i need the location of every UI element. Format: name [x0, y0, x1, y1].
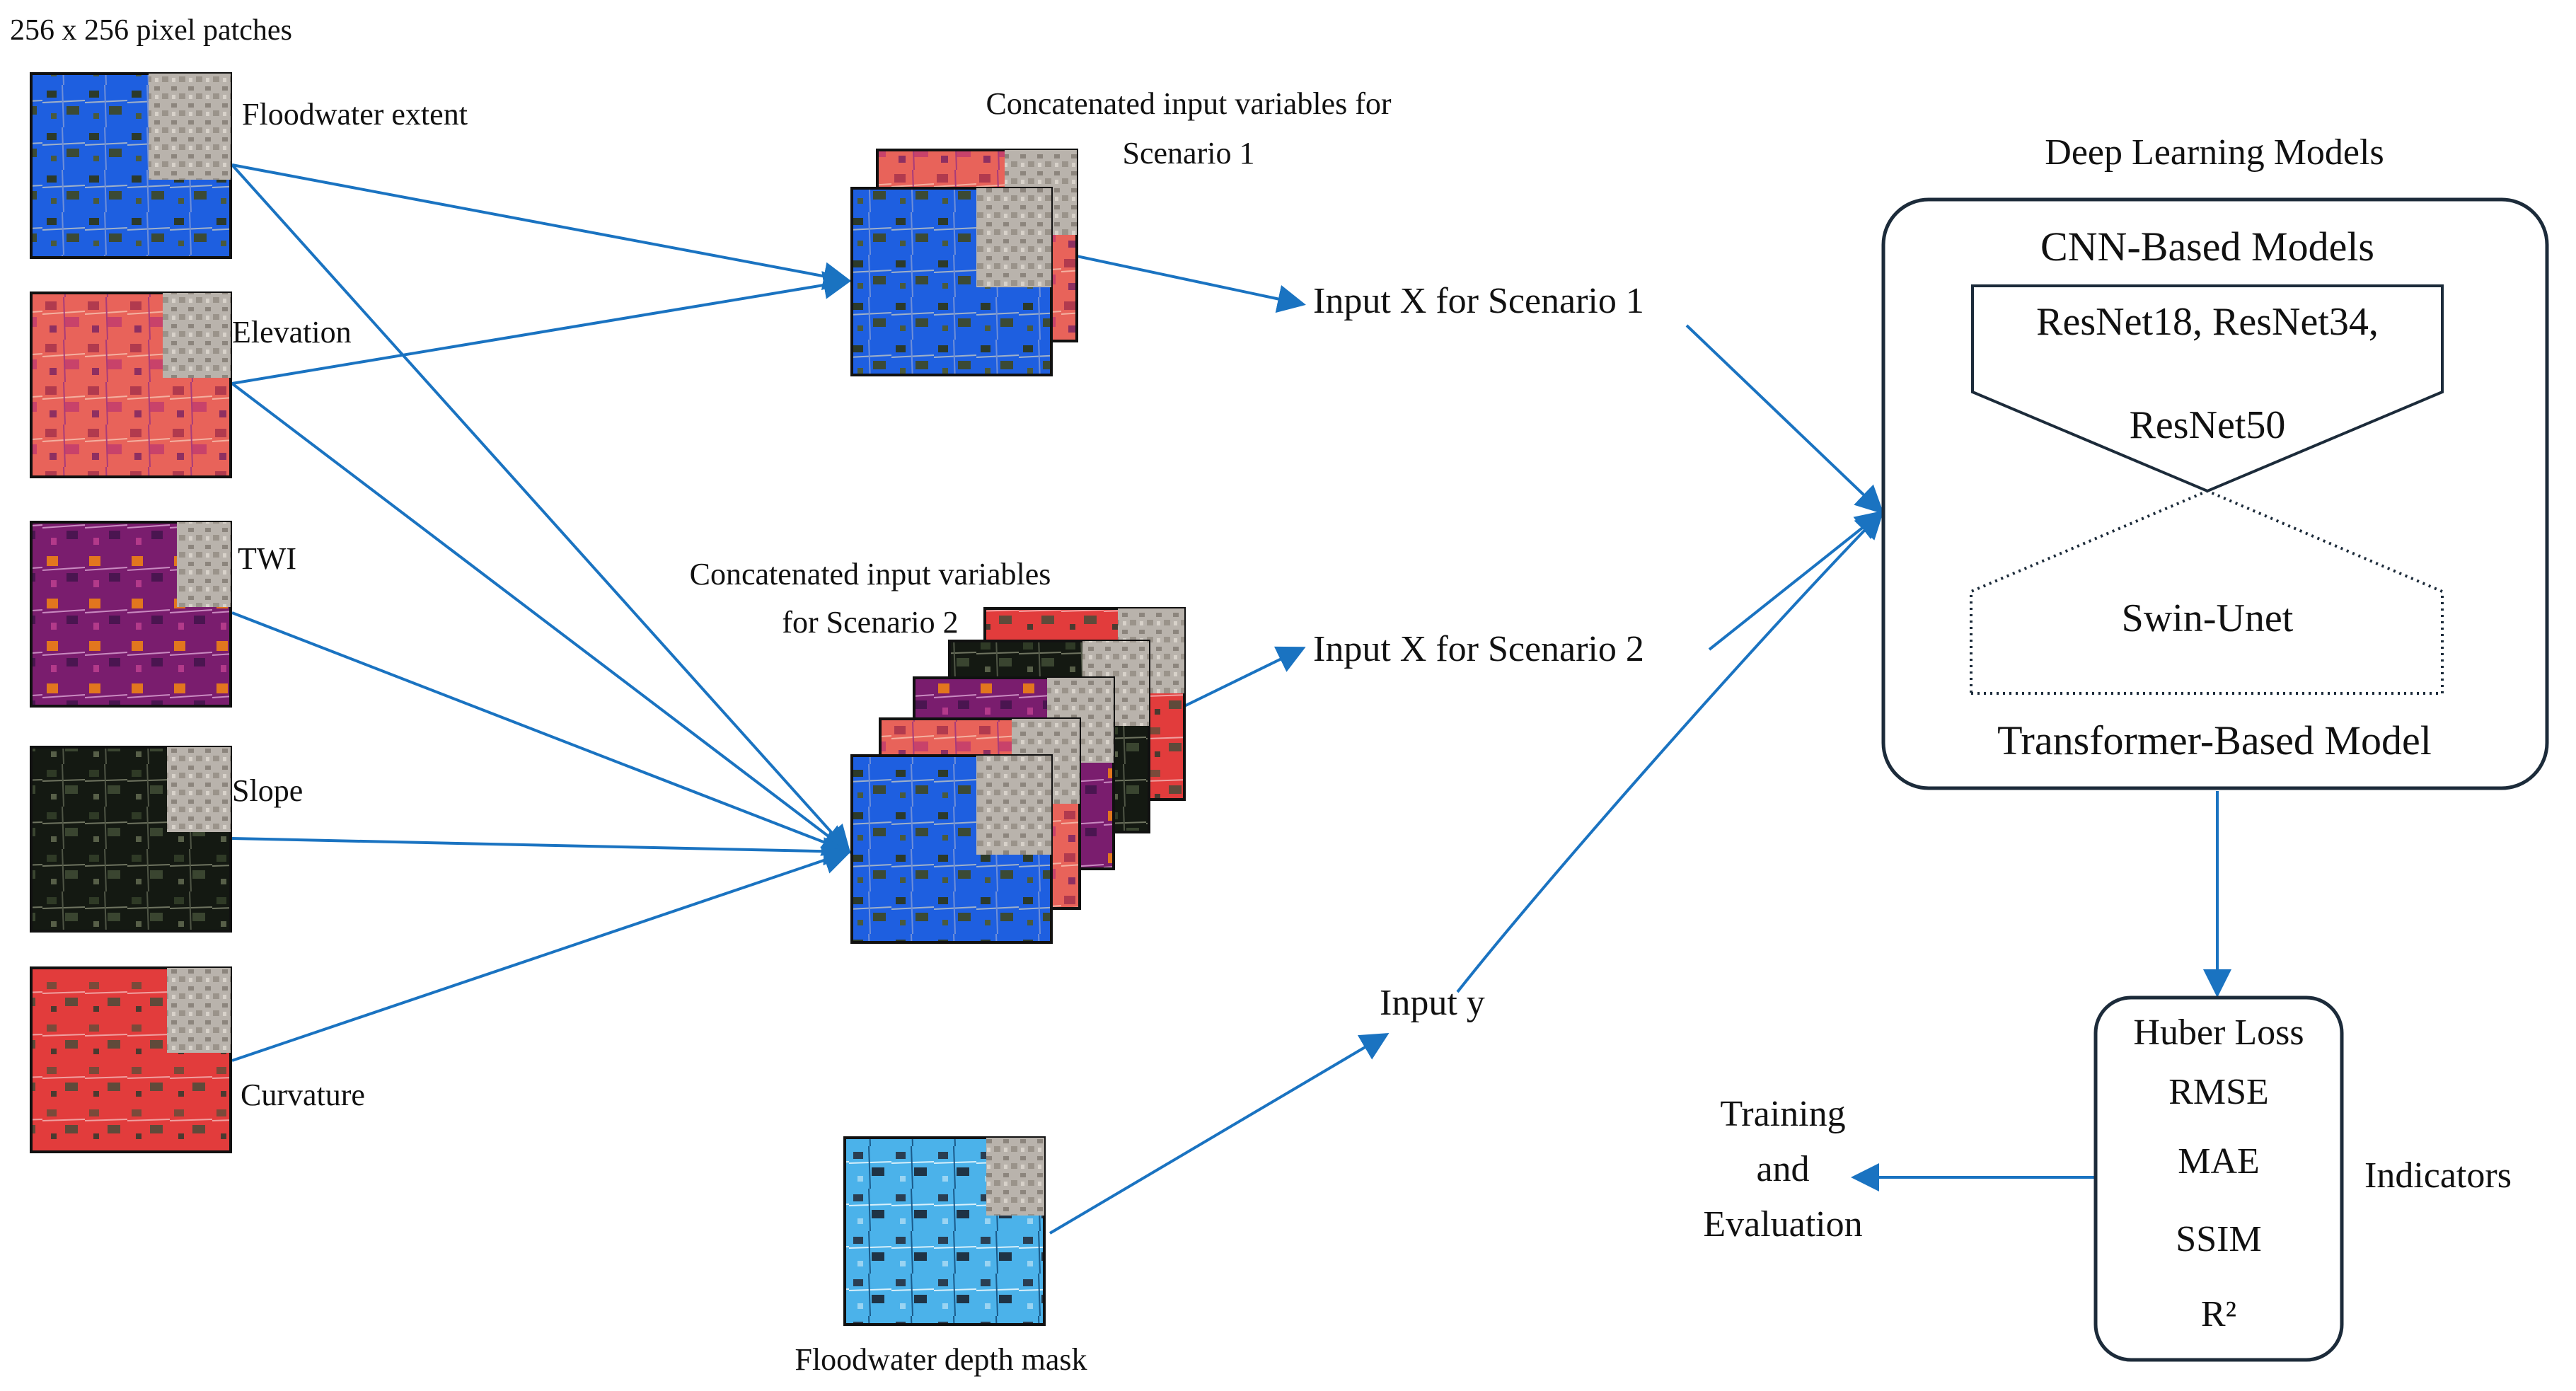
transformer-model-name: Swin-Unet [2121, 596, 2294, 640]
cnn-models-list: ResNet18, ResNet34, ResNet50 [2036, 300, 2379, 447]
arrow-flood-to-s1 [231, 163, 852, 291]
arrow-curvature-to-s2 [231, 846, 852, 1062]
tile-elevation [30, 292, 232, 478]
training-evaluation-label: Training and Evaluation [1703, 1094, 1863, 1245]
scenario1-stack-title: Concatenated input variables for Scenari… [986, 86, 1392, 171]
arrow-s1-to-input [1076, 255, 1306, 313]
arrow-flood-to-s2 [231, 163, 851, 854]
scenario2-stack [850, 607, 1186, 944]
arrow-s2-to-input [1184, 646, 1306, 708]
indicator-ssim: SSIM [2176, 1219, 2262, 1259]
input-tiles [30, 72, 232, 1153]
indicator-mae: MAE [2178, 1141, 2260, 1182]
stack-layer-flood [850, 187, 1053, 376]
indicator-rmse: RMSE [2168, 1072, 2269, 1112]
input-label-elevation: Elevation [232, 315, 352, 350]
cnn-shape [1971, 284, 2444, 493]
input-label-twi: TWI [238, 541, 297, 576]
indicator-huber-loss: Huber Loss [2133, 1012, 2304, 1053]
scenario1-input-label: Input X for Scenario 1 [1313, 281, 1644, 321]
tile-floodwater-extent [30, 72, 232, 259]
indicators-box [2093, 995, 2344, 1362]
arrow-mask-to-inputy [1049, 1032, 1390, 1235]
indicators-title: Indicators [2364, 1155, 2512, 1196]
tile-slope [30, 746, 232, 933]
header-label: 256 x 256 pixel patches [10, 14, 292, 47]
arrow-input2-to-models [1708, 510, 1885, 651]
arrow-slope-to-s2 [231, 837, 852, 866]
input-label-floodwater-extent: Floodwater extent [242, 97, 468, 132]
scenario1-stack [850, 149, 1078, 376]
arrow-input1-to-models [1685, 324, 1884, 514]
transformer-shape [1970, 489, 2444, 695]
cnn-title: CNN-Based Models [2040, 224, 2374, 270]
arrow-twi-to-s2 [231, 611, 852, 856]
input-label-curvature: Curvature [241, 1078, 365, 1112]
arrow-inputy-to-models [1456, 510, 1884, 993]
models-box [1881, 197, 2549, 790]
input-y-label: Input y [1380, 983, 1485, 1023]
tile-depth-mask [843, 1136, 1046, 1326]
models-section-title: Deep Learning Models [2045, 132, 2384, 173]
tile-twi [30, 521, 232, 708]
transformer-title: Transformer-Based Model [1997, 717, 2432, 763]
depth-mask-label: Floodwater depth mask [795, 1342, 1087, 1377]
scenario2-stack-title: Concatenated input variables for Scenari… [689, 557, 1051, 640]
tile-curvature [30, 966, 232, 1153]
indicator-r2: R² [2200, 1294, 2237, 1334]
stack2-layer-flood [850, 754, 1053, 944]
arrow-elevation-to-s1 [231, 271, 852, 385]
input-label-slope: Slope [232, 773, 304, 808]
scenario2-input-label: Input X for Scenario 2 [1313, 629, 1644, 669]
arrow-elevation-to-s2 [231, 382, 852, 854]
connectors [231, 163, 2231, 1235]
